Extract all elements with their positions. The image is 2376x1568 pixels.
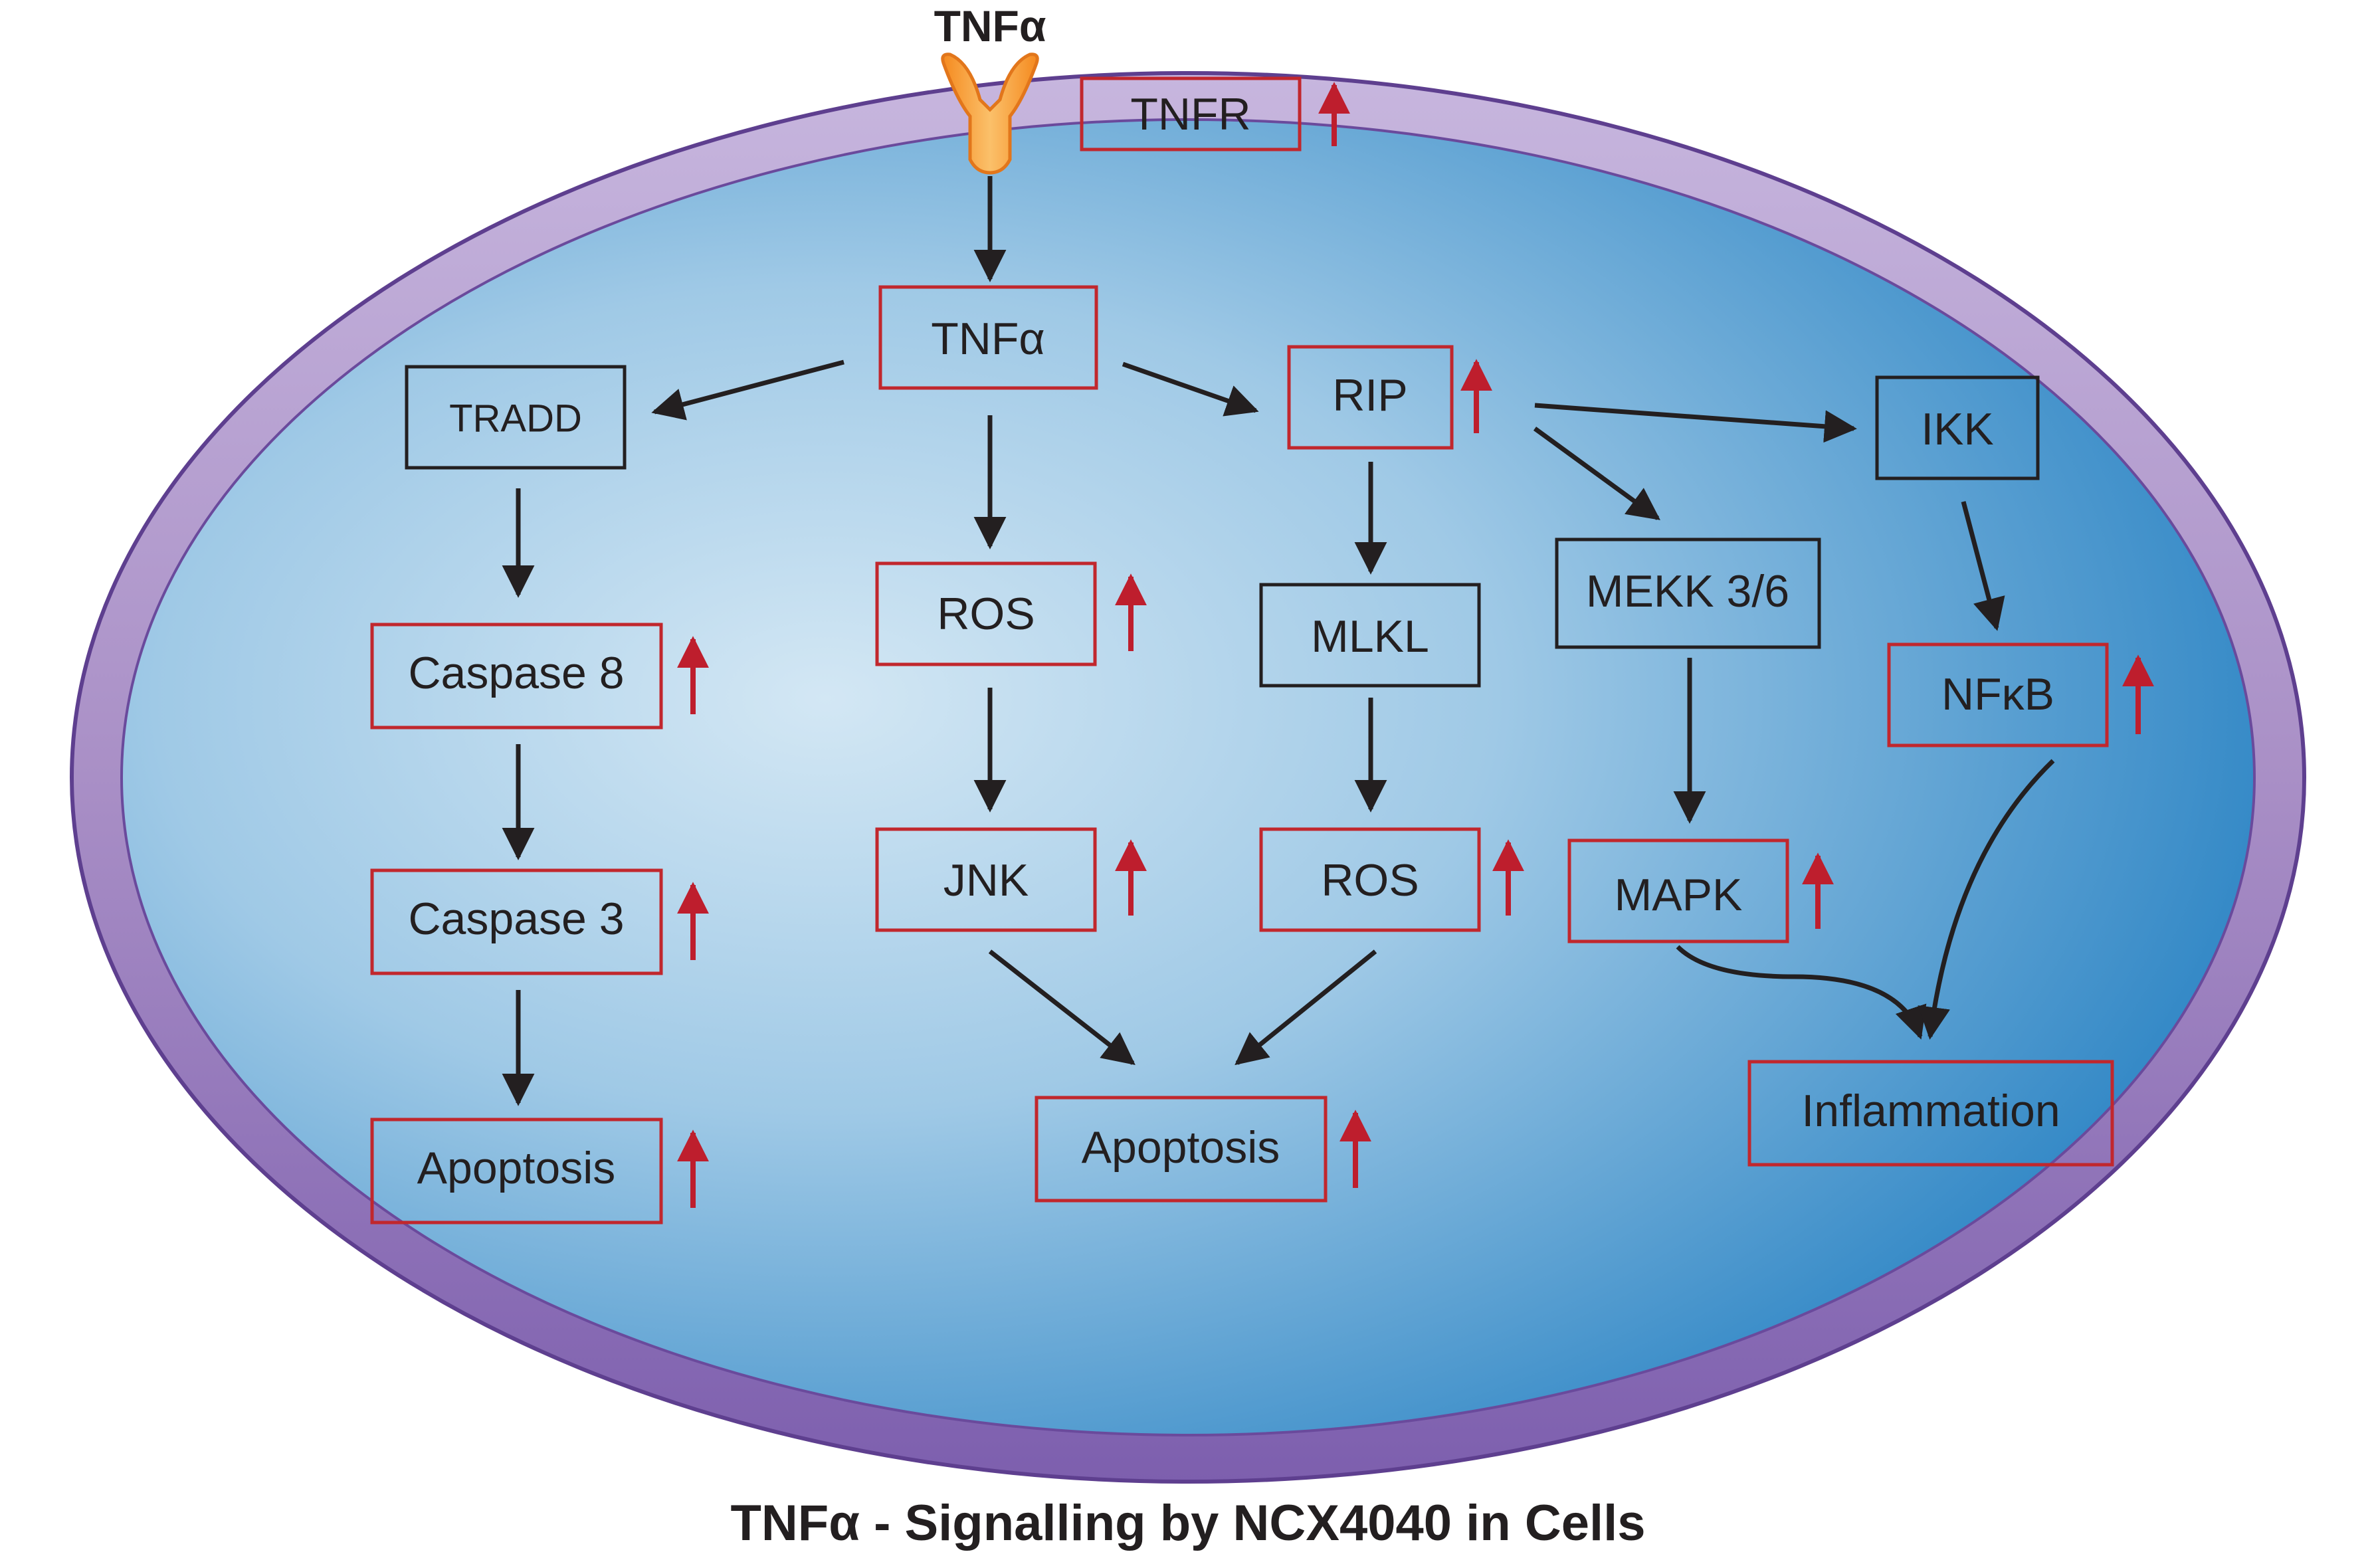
svg-text:MEKK 3/6: MEKK 3/6	[1586, 566, 1789, 617]
arrow-rip-ikk	[1534, 403, 1857, 443]
svg-text:JNK: JNK	[943, 855, 1029, 906]
svg-text:Apoptosis: Apoptosis	[417, 1143, 616, 1193]
node-inflammation: Inflammation	[1747, 1060, 2114, 1167]
svg-text:TNFα: TNFα	[931, 314, 1045, 364]
svg-text:MAPK: MAPK	[1615, 870, 1743, 920]
node-mlkl: MLKL	[1259, 583, 1481, 688]
tnf-receptor-icon	[941, 52, 1039, 175]
node-rip: RIP	[1287, 345, 1454, 450]
pathway-nodes: TNFR TNFα TRADD RIP IKK Caspase 8	[370, 76, 2114, 1225]
svg-text:Inflammation: Inflammation	[1801, 1086, 2060, 1136]
svg-text:TNFR: TNFR	[1130, 89, 1250, 140]
arrow-ros-apoptosis	[1235, 949, 1377, 1066]
svg-text:NFκB: NFκB	[1941, 669, 2054, 720]
cytoplasm	[120, 118, 2256, 1436]
svg-text:ROS: ROS	[1321, 855, 1419, 906]
node-mekk: MEKK 3/6	[1555, 538, 1821, 649]
svg-text:ROS: ROS	[937, 589, 1035, 639]
svg-text:Caspase 8: Caspase 8	[408, 648, 624, 698]
arrow-mapk-inflammation	[1676, 945, 1927, 1040]
node-ros-1: ROS	[875, 561, 1097, 666]
svg-text:Apoptosis: Apoptosis	[1082, 1122, 1280, 1173]
node-tradd: TRADD	[405, 365, 627, 470]
node-mapk: MAPK	[1567, 838, 1789, 943]
node-tnfr: TNFR	[1080, 76, 1302, 151]
arrow-tnfa-rip	[1122, 361, 1259, 417]
arrow-nfkb-inflammation	[1918, 759, 2055, 1040]
node-apoptosis-1: Apoptosis	[370, 1118, 663, 1225]
svg-text:MLKL: MLKL	[1311, 611, 1429, 662]
node-tnfa: TNFα	[878, 285, 1098, 390]
figure-caption: TNFα - Signalling by NCX4040 in Cells	[731, 1495, 1646, 1551]
node-ikk: IKK	[1875, 375, 2040, 480]
flow-arrows	[502, 176, 2055, 1106]
node-caspase8: Caspase 8	[370, 623, 663, 730]
svg-text:Caspase 3: Caspase 3	[408, 894, 624, 944]
upregulation-arrows	[677, 82, 2154, 1208]
node-ros-2: ROS	[1259, 827, 1481, 932]
arrow-tnfa-tradd	[651, 359, 844, 421]
arrow-ikk-nfkb	[1961, 501, 2005, 631]
node-apoptosis-2: Apoptosis	[1035, 1096, 1328, 1203]
arrow-rip-mekk	[1533, 427, 1660, 520]
svg-text:TRADD: TRADD	[449, 397, 582, 441]
arrow-jnk-apoptosis	[988, 949, 1136, 1066]
node-nfkb: NFκB	[1887, 642, 2109, 747]
node-jnk: JNK	[875, 827, 1097, 932]
svg-text:RIP: RIP	[1332, 370, 1407, 421]
node-caspase3: Caspase 3	[370, 868, 663, 975]
svg-text:IKK: IKK	[1921, 404, 1994, 454]
ligand-label: TNFα	[934, 1, 1046, 50]
